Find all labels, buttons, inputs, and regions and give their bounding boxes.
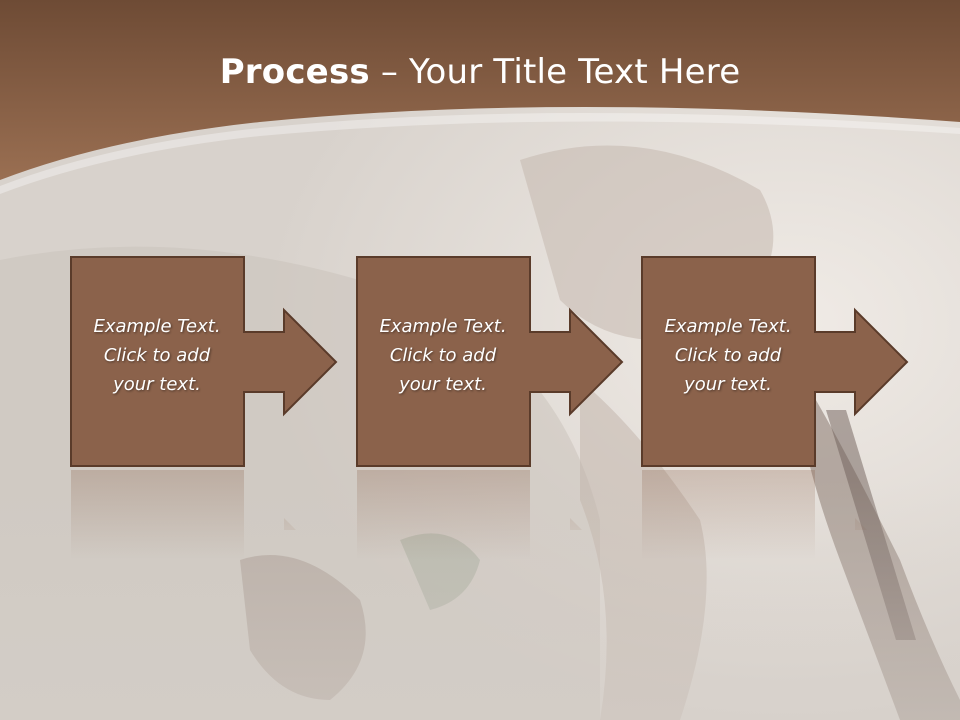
step-line: Example Text. [93,316,221,337]
title-bold: Process [219,52,370,92]
step-2-reflection [357,470,582,560]
step-text: Example Text. Click to add your text. [72,312,242,399]
header-band [0,0,960,194]
page-title: Process – Your Title Text Here [0,52,960,92]
process-step-1[interactable]: Example Text. Click to add your text. [70,256,350,468]
step-text: Example Text. Click to add your text. [643,312,813,399]
step-text: Example Text. Click to add your text. [358,312,528,399]
step-arrow-shape [70,256,338,467]
step-line: Click to add [103,345,211,366]
step-arrow-shape [356,256,624,467]
step-1-reflection [71,470,296,560]
step-line: Click to add [674,345,782,366]
title-rest: – Your Title Text Here [369,52,741,92]
step-3-reflection [642,470,867,560]
step-line: your text. [113,374,201,395]
step-arrow-shape [641,256,909,467]
step-line: Click to add [389,345,497,366]
step-line: your text. [399,374,487,395]
step-line: Example Text. [379,316,507,337]
process-step-3[interactable]: Example Text. Click to add your text. [641,256,921,468]
step-line: Example Text. [664,316,792,337]
step-line: your text. [684,374,772,395]
process-step-2[interactable]: Example Text. Click to add your text. [356,256,636,468]
